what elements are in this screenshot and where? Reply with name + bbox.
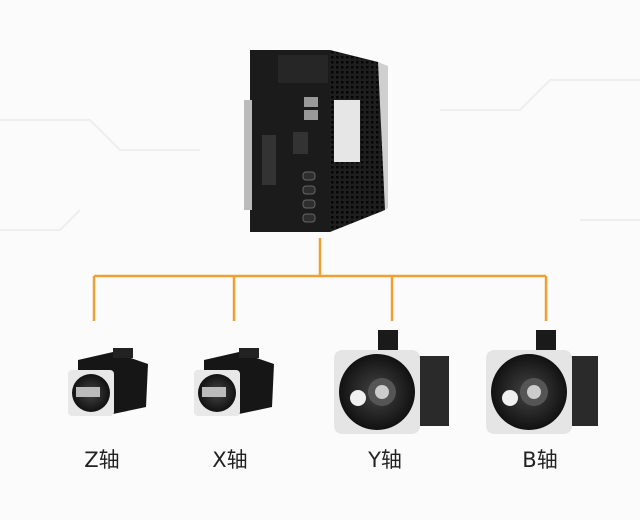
axis-label-z: Z轴	[84, 448, 120, 472]
axis-label-y: Y轴	[368, 448, 402, 472]
motor-z-image	[68, 348, 148, 416]
axis-label-x: X轴	[212, 448, 248, 472]
servo-drive-image	[244, 50, 388, 232]
motor-y-image	[334, 330, 449, 434]
motor-b-image	[486, 330, 598, 434]
motor-x-image	[194, 348, 274, 416]
axis-label-b: B轴	[522, 448, 558, 472]
background-pattern	[0, 79, 640, 231]
connection-lines	[92, 238, 548, 321]
